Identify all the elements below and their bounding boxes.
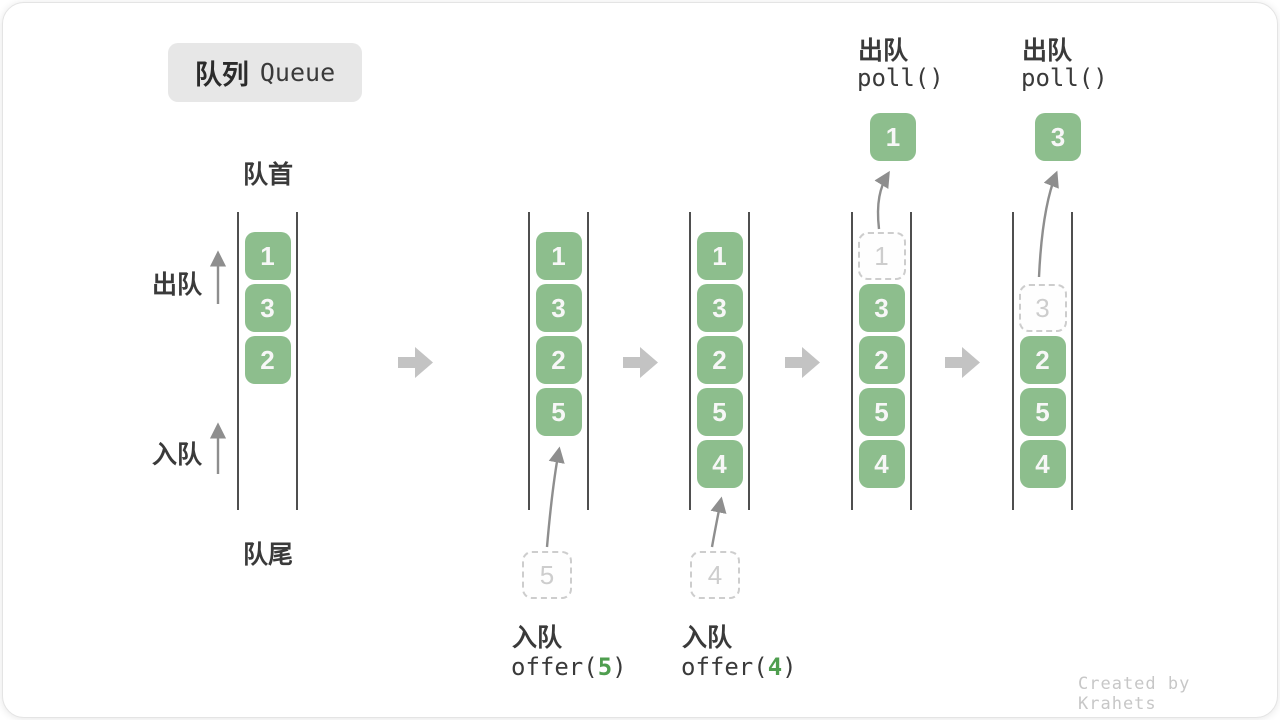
queue-cell: 3 xyxy=(535,284,582,332)
offer4-code: offer(4) xyxy=(681,653,797,681)
poll1-code: poll() xyxy=(857,64,944,92)
queue-rear-label: 队尾 xyxy=(242,541,294,569)
watermark: Created by Krahets xyxy=(1078,674,1191,714)
title-en: Queue xyxy=(259,58,336,87)
queue-cell: 5 xyxy=(1019,388,1066,436)
offer5-arg: 5 xyxy=(597,653,613,681)
title-zh: 队列 xyxy=(194,60,249,90)
queue-cell: 1 xyxy=(535,232,582,280)
poll1-label: 出队 xyxy=(858,37,909,65)
queue-cell: 3 xyxy=(858,284,905,332)
queue-state-5: 3 2 5 4 xyxy=(1012,212,1073,510)
queue-cell: 4 xyxy=(696,440,743,488)
removed-cell: 1 xyxy=(857,232,906,280)
queue-cell: 4 xyxy=(1019,440,1066,488)
queue-cell: 3 xyxy=(696,284,743,332)
polled-value-box: 1 xyxy=(870,113,916,161)
queue-cell: 4 xyxy=(858,440,905,488)
queue-cell: 2 xyxy=(244,336,291,384)
queue-front-label: 队首 xyxy=(242,161,294,189)
state-transition-arrow-icon xyxy=(623,347,658,378)
offer4-arg: 4 xyxy=(767,653,783,681)
poll2-code: poll() xyxy=(1021,64,1108,92)
staged-value-box: 4 xyxy=(690,551,740,599)
offer4-label: 入队 xyxy=(682,624,733,652)
queue-cell: 1 xyxy=(696,232,743,280)
enqueue-side-label: 入队 xyxy=(152,441,203,469)
offer5-close: ) xyxy=(612,653,627,681)
queue-cell: 3 xyxy=(244,284,291,332)
queue-state-2: 1 3 2 5 xyxy=(528,212,589,510)
queue-cell: 1 xyxy=(244,232,291,280)
polled-value-box: 3 xyxy=(1035,113,1081,161)
queue-cell: 2 xyxy=(535,336,582,384)
queue-state-4: 1 3 2 5 4 xyxy=(851,212,912,510)
dequeue-side-label: 出队 xyxy=(152,271,203,299)
offer5-code: offer(5) xyxy=(511,653,627,681)
state-transition-arrow-icon xyxy=(785,347,820,378)
poll2-label: 出队 xyxy=(1022,37,1073,65)
state-transition-arrow-icon xyxy=(398,347,433,378)
queue-state-1: 1 3 2 xyxy=(237,212,298,510)
state-transition-arrow-icon xyxy=(945,347,980,378)
queue-cell: 2 xyxy=(858,336,905,384)
queue-cell: 5 xyxy=(696,388,743,436)
removed-cell: 3 xyxy=(1018,284,1067,332)
offer4-fn: offer( xyxy=(681,653,768,681)
queue-cell: 5 xyxy=(858,388,905,436)
queue-state-3: 1 3 2 5 4 xyxy=(689,212,750,510)
queue-cell: 2 xyxy=(696,336,743,384)
offer5-label: 入队 xyxy=(512,624,563,652)
queue-cell: 2 xyxy=(1019,336,1066,384)
staged-value-box: 5 xyxy=(522,551,572,599)
queue-cell: 5 xyxy=(535,388,582,436)
title-badge: 队列 Queue xyxy=(168,43,362,102)
offer5-fn: offer( xyxy=(511,653,598,681)
offer4-close: ) xyxy=(782,653,797,681)
